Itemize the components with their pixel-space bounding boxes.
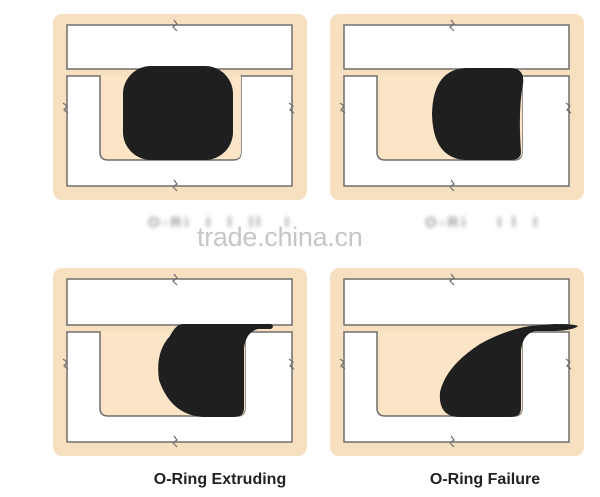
diagram-panel-deforming: [330, 14, 584, 200]
watermark: trade.china.cn: [197, 222, 363, 252]
break-mark: [449, 19, 455, 32]
break-mark: [339, 358, 346, 370]
caption-extruding: O-Ring Extruding: [153, 471, 287, 488]
break-mark: [172, 179, 178, 192]
break-mark: [565, 358, 572, 370]
o-ring: [123, 66, 233, 160]
break-mark: [62, 102, 69, 114]
caption-top-left-blurred: O-Ri I l ll I: [148, 214, 293, 231]
diagram-panel-normal: [53, 14, 307, 200]
break-mark: [449, 435, 455, 448]
diagram-panel-extruding: [53, 268, 307, 456]
o-ring: [432, 68, 524, 160]
o-ring: [158, 324, 273, 417]
top-plate: [66, 24, 293, 70]
break-mark: [565, 102, 572, 114]
break-mark: [449, 179, 455, 192]
top-plate: [343, 24, 570, 70]
break-mark: [288, 358, 295, 370]
caption-failure: O-Ring Failure: [429, 471, 541, 488]
break-mark: [172, 273, 178, 286]
break-mark: [449, 273, 455, 286]
break-mark: [288, 102, 295, 114]
top-plate: [343, 278, 570, 326]
break-mark: [172, 19, 178, 32]
break-mark: [172, 435, 178, 448]
caption-top-right-blurred: O-Ri I l I: [425, 214, 541, 231]
diagram-panel-failure: [330, 268, 584, 456]
break-mark: [339, 102, 346, 114]
break-mark: [62, 358, 69, 370]
o-ring: [439, 324, 578, 417]
top-plate: [66, 278, 293, 326]
